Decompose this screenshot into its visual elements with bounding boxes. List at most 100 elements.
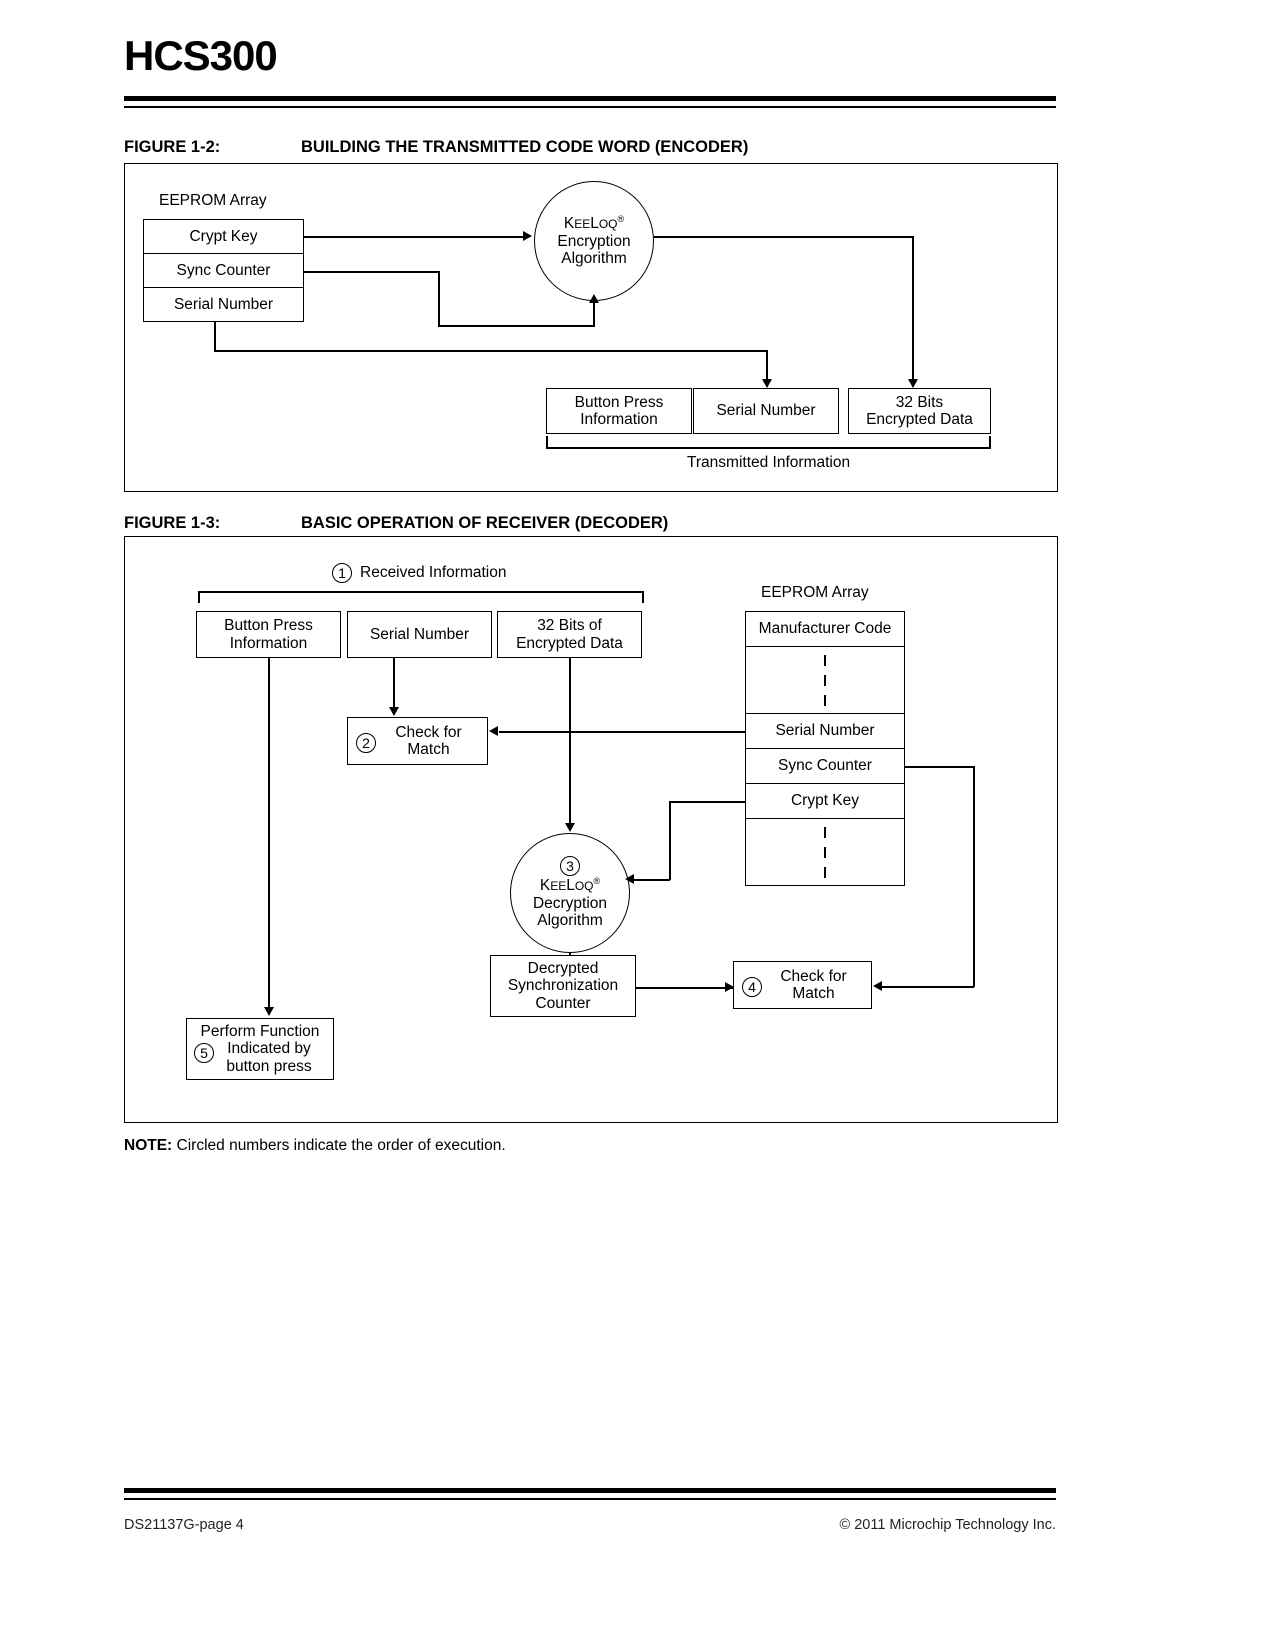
received-line-1: Serial Number <box>369 625 470 643</box>
check-for-match-2-text: Check for Match <box>373 724 461 759</box>
received-information-label: Received Information <box>360 564 507 582</box>
figure-1-3-caption-number: FIGURE 1-3: <box>124 514 221 532</box>
keeloq-decryption-algorithm-node: 3 KEELOQ® Decryption Algorithm <box>510 833 630 953</box>
vertical-ellipsis-icon <box>824 826 826 878</box>
decrypted-sync-counter-box: Decrypted Synchronization Counter <box>490 955 636 1017</box>
received-box-encrypted-data: 32 Bits of Encrypted Data <box>497 611 642 658</box>
received-brace <box>198 591 644 593</box>
connector-cryptkey-drop <box>669 801 671 880</box>
eeprom-array-label: EEPROM Array <box>159 192 267 209</box>
check-line-1: Check for <box>780 967 847 985</box>
received-information-header: 1 Received Information <box>332 563 506 583</box>
arrowhead-down <box>762 379 772 388</box>
perform-line-2: Indicated by <box>227 1040 311 1058</box>
perform-line-1: Perform Function <box>200 1022 320 1040</box>
connector-serial-to-packet <box>766 350 768 382</box>
connector-serial-drop <box>214 322 216 351</box>
step-number-1: 1 <box>332 563 352 583</box>
step-number-5: 5 <box>194 1043 214 1063</box>
eeprom-row-label: Sync Counter <box>176 261 271 279</box>
perform-line-3: button press <box>226 1057 312 1075</box>
note-label: NOTE: <box>124 1137 173 1154</box>
received-line-2: Encrypted Data <box>516 634 623 652</box>
page-title: HCS300 <box>124 32 278 79</box>
header-rule-thick <box>124 96 1056 101</box>
arrowhead-left <box>625 874 634 884</box>
arrowhead-right <box>523 231 532 241</box>
step-number-3: 3 <box>560 855 580 876</box>
eeprom-row-gap-upper <box>745 646 905 714</box>
eeprom-row-label: Serial Number <box>775 722 875 740</box>
vertical-ellipsis-icon <box>824 654 826 706</box>
connector-sync-into-check4 <box>882 986 974 988</box>
connector-cryptkey-run <box>669 801 746 803</box>
keeloq-encryption-algorithm-node: KEELOQ® Encryption Algorithm <box>534 181 654 301</box>
eeprom-array-label: EEPROM Array <box>761 584 869 601</box>
eeprom-row-crypt-key: Crypt Key <box>143 219 304 254</box>
figure-1-3-frame: 1 Received Information Button Press Info… <box>124 536 1058 1123</box>
packet-line-1: Serial Number <box>716 402 816 420</box>
packet-line-2: Information <box>580 411 658 428</box>
received-line-2: Information <box>229 634 308 652</box>
connector-encrypted-to-decrypt <box>569 658 571 826</box>
packet-line-1: 32 Bits <box>895 393 944 411</box>
perform-function-box: 5 Perform Function Indicated by button p… <box>186 1018 334 1080</box>
footer-rule-thin <box>124 1498 1056 1500</box>
connector-eeprom-serial-to-check2 <box>499 731 746 733</box>
connector-sync-counter-drop <box>438 271 440 327</box>
eeprom-row-label: Crypt Key <box>189 227 258 245</box>
check-line-2: Match <box>407 741 450 758</box>
packet-brace-left-tick <box>546 436 548 448</box>
eeprom-row-label: Serial Number <box>173 295 274 313</box>
footer-rule-thick <box>124 1488 1056 1493</box>
eeprom-row-serial-number: Serial Number <box>143 287 304 322</box>
figure-1-2-caption-text: BUILDING THE TRANSMITTED CODE WORD (ENCO… <box>301 138 749 156</box>
received-box-serial-number: Serial Number <box>347 611 492 658</box>
connector-buttonpress-to-perform <box>268 658 270 1010</box>
decrypt-line-2: Decryption <box>532 894 608 912</box>
packet-box-serial-number: Serial Number <box>693 388 839 434</box>
eeprom-row-sync-counter: Sync Counter <box>745 748 905 784</box>
connector-crypt-key-to-algorithm <box>304 236 524 238</box>
check-for-match-4-box: 4 Check for Match <box>733 961 872 1009</box>
received-box-button-press: Button Press Information <box>196 611 341 658</box>
figure-1-2-frame: EEPROM Array Crypt Key Sync Counter Seri… <box>124 163 1058 492</box>
eeprom-row-sync-counter: Sync Counter <box>143 253 304 288</box>
packet-box-encrypted-data: 32 Bits Encrypted Data <box>848 388 991 434</box>
figure-1-3-caption-text: BASIC OPERATION OF RECEIVER (DECODER) <box>301 514 669 532</box>
footer-left: DS21137G-page 4 <box>124 1517 244 1533</box>
footer-right: © 2011 Microchip Technology Inc. <box>839 1517 1057 1533</box>
keeloq-wordmark: KEELOQ® <box>539 875 601 894</box>
algorithm-line-2: Encryption <box>557 232 631 250</box>
connector-cryptkey-into-circle <box>634 879 670 881</box>
received-brace-right-tick <box>642 591 644 603</box>
connector-sync-right <box>904 766 974 768</box>
packet-box-button-press: Button Press Information <box>546 388 692 434</box>
arrowhead-up <box>589 294 599 303</box>
received-brace-left-tick <box>198 591 200 603</box>
counter-line-3: Counter <box>535 994 591 1012</box>
figure-1-2-caption-number: FIGURE 1-2: <box>124 138 221 156</box>
packet-line-1: Button Press <box>574 393 664 411</box>
connector-sync-drop <box>973 766 975 987</box>
step-number-2: 2 <box>356 733 376 753</box>
eeprom-row-gap-lower <box>745 818 905 886</box>
header-rule-thin <box>124 106 1056 108</box>
eeprom-row-label: Sync Counter <box>778 757 872 775</box>
packet-line-2: Encrypted Data <box>866 411 973 428</box>
eeprom-row-label: Crypt Key <box>790 792 860 810</box>
check-for-match-2-box: 2 Check for Match <box>347 717 488 765</box>
eeprom-row-manufacturer-code: Manufacturer Code <box>745 611 905 647</box>
keeloq-wordmark: KEELOQ® <box>563 213 625 232</box>
arrowhead-left <box>873 981 882 991</box>
step-number-4: 4 <box>742 977 762 997</box>
counter-line-2: Synchronization <box>507 977 619 995</box>
arrowhead-down <box>264 1007 274 1016</box>
connector-sync-counter-rise <box>593 302 595 326</box>
connector-algorithm-drop <box>912 236 914 382</box>
connector-sync-counter-run <box>438 325 595 327</box>
check-line-1: Check for <box>395 723 462 741</box>
check-line-2: Match <box>792 985 835 1002</box>
connector-serial-to-check2 <box>393 658 395 710</box>
